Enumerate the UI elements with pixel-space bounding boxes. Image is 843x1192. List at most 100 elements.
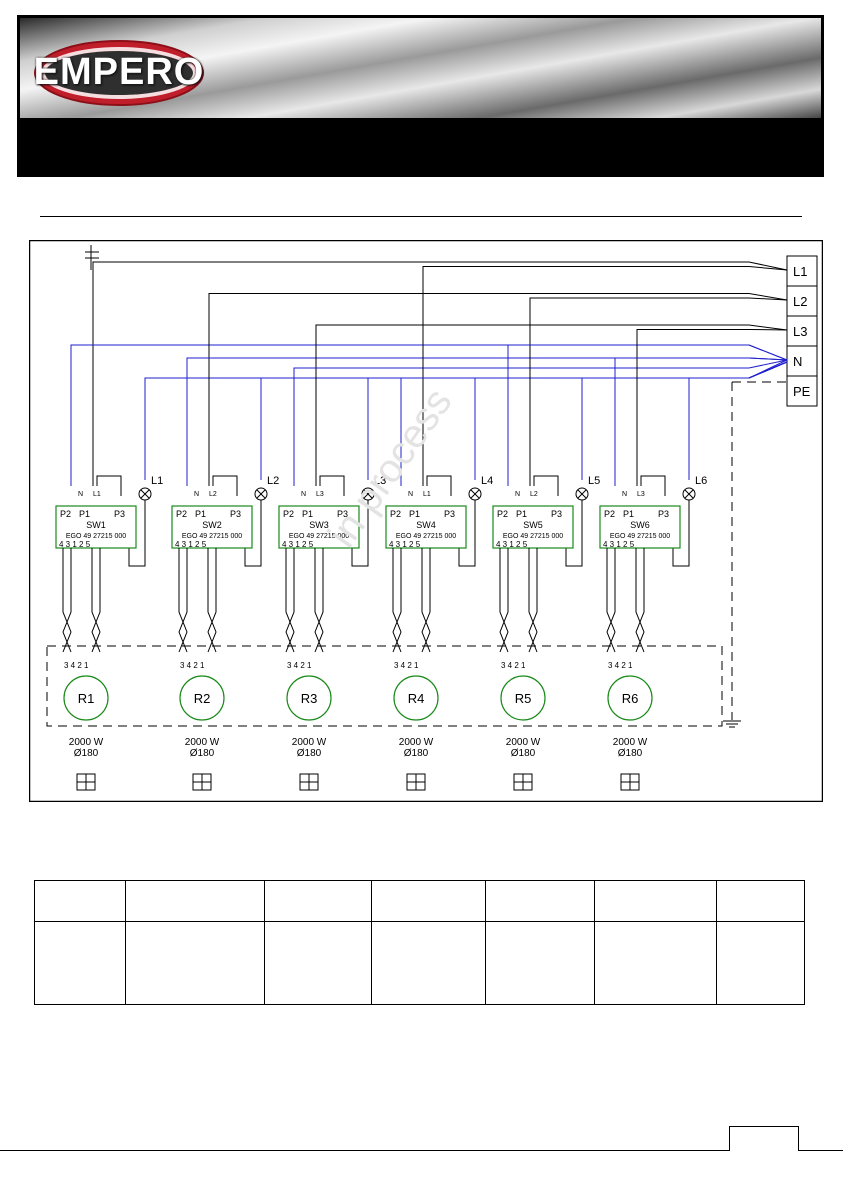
heater-wire	[207, 548, 217, 653]
hotplate-label-r5: R5	[515, 691, 532, 706]
hotplate-r4	[393, 675, 439, 721]
footer-line	[0, 1150, 843, 1151]
info-cell	[485, 880, 595, 922]
diagram-frame	[28, 239, 824, 803]
heater-wire	[285, 548, 295, 653]
p1-p3-link	[426, 475, 452, 496]
hotplate-r6	[607, 675, 653, 721]
lamp-neutral-wire-sw5	[581, 361, 788, 480]
pin-label: P1	[623, 509, 634, 519]
pin-n-label: N	[515, 491, 520, 498]
switch-label-sw4: SW4	[416, 520, 436, 530]
hotplate-pins: 3 4 2 1	[64, 661, 89, 670]
pin-label: P3	[114, 509, 125, 519]
header-banner: EMPERO	[17, 15, 824, 177]
lamp-return-wire	[565, 500, 583, 567]
lamp-label-l6: L6	[695, 475, 707, 487]
switch-model: EGO 49 27215 000	[396, 533, 456, 540]
heater-wire	[207, 548, 217, 653]
pin-label: P1	[302, 509, 313, 519]
energy-regulator-sw1	[55, 505, 137, 549]
pin-label: P1	[516, 509, 527, 519]
hotplate-diameter: Ø180	[511, 748, 536, 759]
terminal-label-n: N	[793, 354, 802, 369]
hotplate-r1	[63, 675, 109, 721]
pin-phase-label: L2	[209, 491, 217, 498]
hotplate-label-r2: R2	[194, 691, 211, 706]
pin-n-label: N	[78, 491, 83, 498]
earth-enclosure	[46, 645, 723, 727]
lamp-neutral-wire-sw1	[144, 361, 788, 480]
hotplate-power: 2000 W	[292, 737, 327, 748]
pin-label: P1	[409, 509, 420, 519]
hotplate-label-r4: R4	[408, 691, 425, 706]
pin-label: P3	[337, 509, 348, 519]
heater-wire	[606, 548, 616, 653]
lamp-return-wire	[458, 500, 476, 567]
heater-wire	[606, 548, 616, 653]
hotplate-pins: 3 4 2 1	[394, 661, 419, 670]
switch-label-sw3: SW3	[309, 520, 329, 530]
switch-model: EGO 49 27215 000	[66, 533, 126, 540]
pin-n-label: N	[622, 491, 627, 498]
hotplate-pins: 3 4 2 1	[287, 661, 312, 670]
info-cell	[716, 921, 805, 1005]
info-cell	[371, 880, 486, 922]
terminal-l3	[786, 315, 818, 347]
heater-wire	[421, 548, 431, 653]
hotplate-diameter: Ø180	[74, 748, 99, 759]
hotplate-diameter: Ø180	[297, 748, 322, 759]
info-cell	[34, 880, 126, 922]
phase-wire-sw2	[208, 293, 788, 486]
phase-wire-sw6	[636, 329, 788, 486]
info-cell	[371, 921, 486, 1005]
lamp-neutral-wire-sw4	[474, 361, 788, 480]
heater-wire	[62, 548, 72, 653]
terminal-pe	[786, 375, 818, 407]
hotplate-label-r6: R6	[622, 691, 639, 706]
lamp-cross	[363, 489, 373, 499]
lamp-label-l2: L2	[267, 475, 279, 487]
heater-wire	[314, 548, 324, 653]
switch-label-sw6: SW6	[630, 520, 650, 530]
info-cell	[594, 880, 717, 922]
hotplate-r3	[286, 675, 332, 721]
lamp-return-wire	[672, 500, 690, 567]
terminal-label-l2: L2	[793, 294, 807, 309]
p1-p3-link	[96, 475, 122, 496]
pin-label: P2	[283, 509, 294, 519]
info-table-header-row	[34, 880, 805, 922]
switch-bottom-pins: 4 3 1 2 5	[282, 540, 314, 549]
phase-wire-sw3	[315, 324, 788, 486]
pin-phase-label: L3	[637, 491, 645, 498]
energy-regulator-sw2	[171, 505, 253, 549]
pin-label: P3	[658, 509, 669, 519]
energy-regulator-sw3	[278, 505, 360, 549]
pin-label: P2	[604, 509, 615, 519]
heater-wire	[499, 548, 509, 653]
heater-wire	[178, 548, 188, 653]
heater-wire	[91, 548, 101, 653]
heater-wire	[499, 548, 509, 653]
terminal-n	[786, 345, 818, 377]
hotplate-diameter: Ø180	[190, 748, 215, 759]
lamp-label-l1: L1	[151, 475, 163, 487]
pin-n-label: N	[194, 491, 199, 498]
lamp-cross	[577, 489, 587, 499]
info-cell	[716, 880, 805, 922]
switch-bottom-pins: 4 3 1 2 5	[496, 540, 528, 549]
info-cell	[34, 921, 126, 1005]
heater-wire	[392, 548, 402, 653]
hotplate-diameter: Ø180	[618, 748, 643, 759]
pin-label: P1	[195, 509, 206, 519]
switch-model: EGO 49 27215 000	[289, 533, 349, 540]
phase-wire-sw4	[422, 266, 788, 486]
switch-bottom-pins: 4 3 1 2 5	[603, 540, 635, 549]
pin-n-label: N	[408, 491, 413, 498]
pin-label: P3	[551, 509, 562, 519]
switch-bottom-pins: 4 3 1 2 5	[59, 540, 91, 549]
heater-wire	[314, 548, 324, 653]
heater-wire	[91, 548, 101, 653]
pin-phase-label: L3	[316, 491, 324, 498]
